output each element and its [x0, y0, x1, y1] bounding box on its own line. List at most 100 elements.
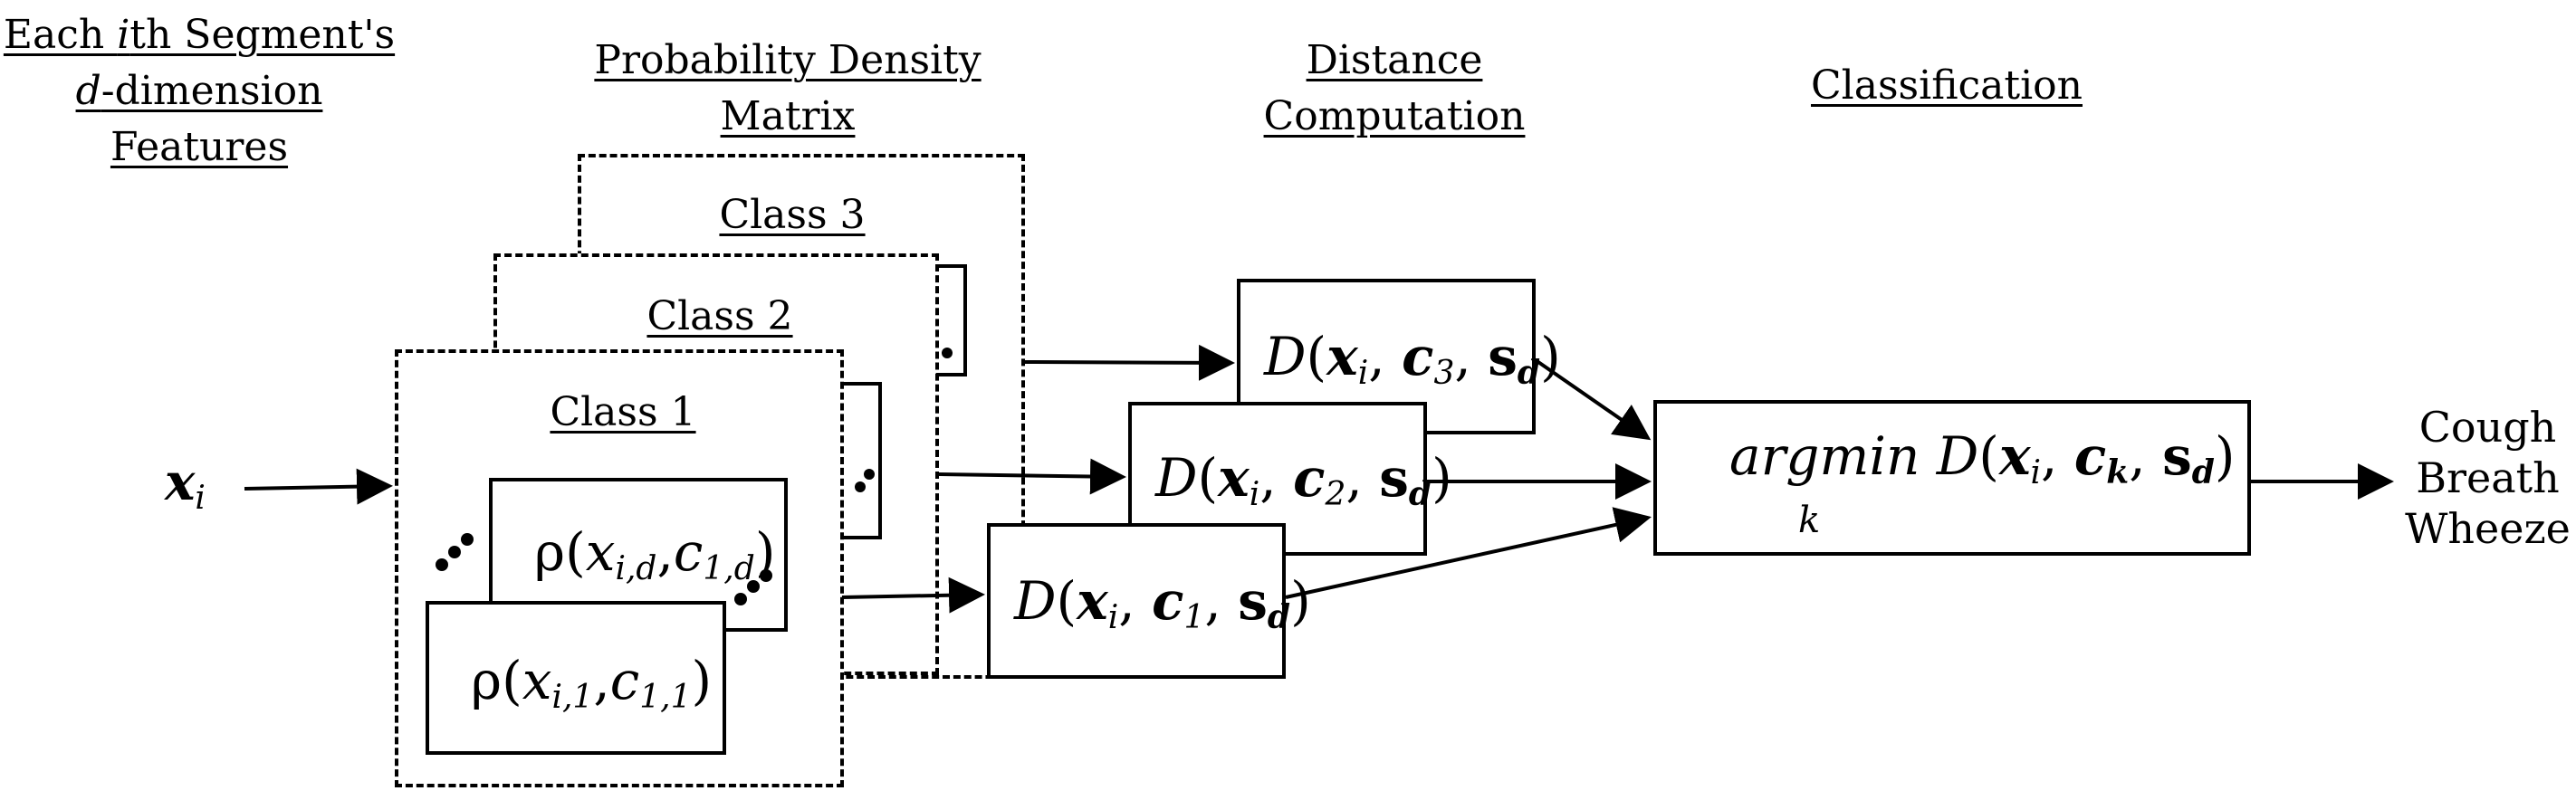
sub-c: 2: [1325, 476, 1346, 513]
input-var: x: [165, 453, 196, 512]
sub-x: i,1: [551, 679, 594, 716]
header-features: Each ith Segment's d-dimension Features: [0, 7, 398, 176]
header-features-d: d: [75, 68, 101, 114]
output-wheeze: Wheeze: [2405, 504, 2571, 553]
sub-c: k: [2106, 453, 2130, 491]
sub-x: i: [1107, 599, 1119, 636]
var-c: c: [1402, 326, 1434, 387]
var-s: s: [1379, 447, 1409, 509]
open-paren: (: [1056, 570, 1077, 632]
close-paren: ): [1290, 570, 1311, 632]
var-D: D: [1155, 447, 1198, 509]
argmin-operator: argmin: [1729, 425, 1920, 487]
var-s: s: [2162, 425, 2192, 487]
density-term-front: ρ(xi,1,c1,1): [471, 650, 712, 716]
output-cough: Cough: [2418, 403, 2557, 452]
distance-box-c1: [987, 523, 1286, 679]
input-xi: xi: [165, 453, 206, 517]
open-paren: (: [1197, 447, 1219, 509]
header-features-text-1: Each: [3, 12, 118, 58]
header-features-text-2: th Segment's: [129, 12, 396, 58]
header-features-i: i: [117, 12, 130, 58]
comma: ,: [593, 650, 610, 711]
class-2-label: Class 2: [646, 293, 793, 339]
comma: ,: [2129, 425, 2163, 487]
classifier-term: argmin D(xi, ck, sd): [1729, 425, 2236, 491]
var-c: c: [609, 650, 640, 711]
arrow-class3-to-d3: [1024, 344, 1235, 381]
distance-term-c3: D(xi, c3, sd): [1264, 326, 1561, 392]
var-x: x: [1218, 447, 1250, 509]
rho-symbol: ρ: [471, 650, 503, 711]
density-term-back: ρ(xi,d,c1,d): [534, 521, 775, 587]
header-density: Probability Density Matrix: [561, 33, 1014, 145]
var-D: D: [1014, 570, 1057, 632]
output-breath: Breath: [2416, 453, 2560, 502]
comma: ,: [1454, 326, 1489, 387]
header-classification: Classification: [1720, 58, 2173, 114]
header-features-text-3: -dimension: [101, 68, 323, 114]
input-sub: i: [195, 480, 206, 517]
var-c: c: [1152, 570, 1184, 632]
close-paren: ): [691, 650, 713, 711]
sub-x: i,d: [615, 550, 657, 587]
header-distance-line-1: Distance: [1306, 37, 1483, 83]
sub-s: d: [2191, 453, 2215, 491]
var-x: x: [1998, 425, 2031, 487]
var-x: x: [522, 650, 552, 711]
comma: ,: [1345, 447, 1380, 509]
sub-s: d: [1267, 598, 1291, 636]
comma: ,: [1204, 570, 1239, 632]
header-features-text-4: Features: [110, 124, 289, 170]
var-D: D: [1936, 425, 1979, 487]
sub-c: 1: [1183, 599, 1205, 636]
close-paren: ): [2214, 425, 2236, 487]
header-density-line-2: Matrix: [720, 93, 856, 139]
sub-c: 3: [1433, 355, 1455, 392]
var-s: s: [1238, 570, 1268, 632]
header-density-line-1: Probability Density: [594, 37, 982, 83]
comma: ,: [1368, 326, 1403, 387]
distance-term-c1: D(xi, c1, sd): [1014, 570, 1311, 636]
sub-x: i: [1357, 355, 1369, 392]
var-x: x: [1077, 570, 1108, 632]
class-1-label: Class 1: [550, 389, 696, 435]
sub-x: i: [1249, 476, 1260, 513]
comma: ,: [1118, 570, 1153, 632]
var-c: c: [1293, 447, 1326, 509]
var-c: c: [2073, 425, 2107, 487]
comma: ,: [1259, 447, 1294, 509]
arrow-class2-to-d2: [938, 458, 1126, 495]
arrow-d3-to-classifier: [1534, 358, 1652, 441]
var-D: D: [1264, 326, 1307, 387]
sub-c: 1,1: [639, 679, 692, 716]
argmin-subscript: k: [1798, 500, 1821, 541]
header-distance: Distance Computation: [1213, 33, 1575, 145]
open-paren: (: [1306, 326, 1327, 387]
header-classification-text: Classification: [1810, 62, 2083, 109]
open-paren: (: [565, 521, 586, 583]
arrow-d1-to-classifier: [1285, 507, 1652, 599]
open-paren: (: [502, 650, 522, 711]
var-x: x: [585, 521, 616, 583]
distance-term-c2: D(xi, c2, sd): [1155, 447, 1452, 513]
var-c: c: [673, 521, 704, 583]
ellipsis-dots-right: [734, 569, 772, 605]
arrow-input-to-class1: [244, 468, 393, 505]
density-box-front: [426, 601, 726, 755]
output-classes: Cough Breath Wheeze: [2399, 402, 2576, 554]
var-s: s: [1488, 326, 1518, 387]
header-distance-line-2: Computation: [1263, 93, 1526, 139]
sub-x: i: [2030, 454, 2042, 491]
open-paren: (: [1978, 425, 1999, 487]
class-3-label: Class 3: [719, 192, 866, 238]
ellipsis-dots-left: [436, 533, 474, 571]
rho-symbol: ρ: [534, 521, 566, 583]
classifier-box: [1653, 400, 2251, 556]
var-x: x: [1326, 326, 1358, 387]
class-3-card-edge: [936, 264, 967, 376]
comma: ,: [656, 521, 674, 583]
arrow-class1-to-d1: [841, 577, 985, 614]
sub-c: 1,d: [703, 550, 755, 587]
